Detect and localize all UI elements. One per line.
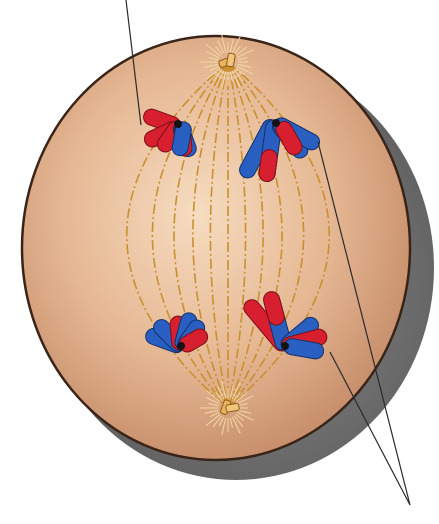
centromere (177, 342, 185, 350)
centromere (281, 342, 289, 350)
centromere (272, 119, 280, 127)
centromere (174, 120, 182, 128)
